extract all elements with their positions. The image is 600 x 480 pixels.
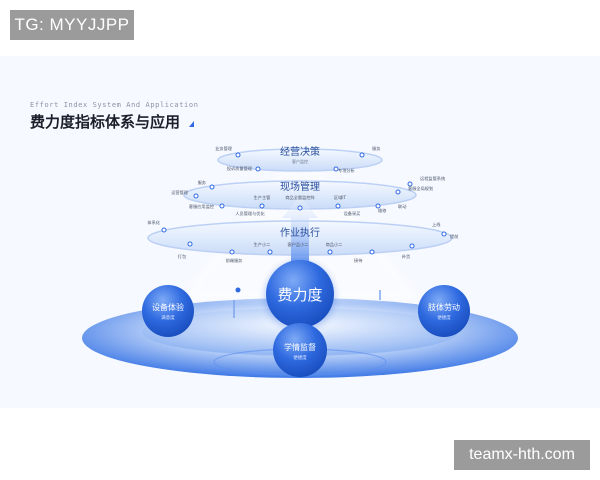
tier-node-dot [407,181,413,187]
tier-node-dot [369,249,375,255]
tier-tag: 生产主管 [254,194,271,201]
tier-tag: 联动 [398,203,406,210]
tier-tag: 运营管理 [171,189,189,196]
tier-tag: 投诉质量管理 [227,165,253,172]
header-subtitle: Effort Index System And Application [30,101,199,109]
watermark-bottom-right: teamx-hth.com [454,440,590,470]
tier-node-dot [359,152,365,158]
tier-tag: 专项分析 [338,167,355,174]
satellite-supervision-label: 学情监督 [284,342,316,352]
tier-tag: 生产小二 [254,241,271,248]
tier-node-dot [193,193,199,199]
up-arrow [282,196,318,262]
header-title: 费力度指标体系与应用 [30,113,181,131]
tier-node-dot [161,227,167,233]
tier-tags: 业务管理投诉质量管理专项分析服务服务运营管理客服应用监控生产主管商品全量监控阵区… [147,145,458,264]
watermark-top-left: TG: MYYJJPP [10,10,134,40]
tier-tag: 远程监管系统 [420,175,445,182]
tier-node-dot [441,231,447,237]
satellite-supervision [273,323,327,377]
tier-node-dot [335,203,341,209]
tier-tag: 打包 [178,253,187,259]
tier-tag: 维修 [378,207,387,214]
tier-node-dot [333,166,339,172]
tier-ring-decision [217,148,383,172]
tier-label-execution: 作业执行 [280,226,320,239]
tier-tag: 服务 [372,145,381,152]
tier-label-decision: 经营决策 [280,145,320,158]
core-sphere [266,260,334,328]
tier-node-dot [395,189,401,195]
tier-node-dot [375,203,381,209]
satellite-physical-sub: 便捷度 [437,314,451,321]
tier-node-dot [327,249,333,255]
satellite-physical-label: 肢体劳动 [428,302,460,312]
tier-node-dot [255,166,261,172]
core-label: 费力度 [277,286,322,304]
tier-node-dot [297,205,303,211]
tier-tag: 客户品小二 [288,241,309,248]
tier-tag: 业务管理 [215,145,233,152]
tier-tag: 接待 [354,257,363,264]
tier-subtitle-decision: 客户监控 [292,158,308,164]
tier-tag: 前端服务 [226,257,244,264]
tier-tag: 补货 [402,253,410,260]
tier-node-dot [409,243,415,249]
satellite-equipment [142,285,194,337]
decor-dot [235,287,241,293]
tier-tag: 客服应用监控 [189,203,215,210]
tier-label-site: 现场管理 [280,180,320,193]
tier-tag: 区域IT [334,194,347,200]
satellite-physical [418,285,470,337]
tier-tag: 商品全量监控阵 [285,194,315,201]
tier-node-dot [259,203,265,209]
tier-node-dot [229,249,235,255]
tier-tag: 体系化 [147,219,160,226]
tier-node-dot [219,203,225,209]
satellite-equipment-sub: 满意度 [161,314,175,321]
title-accent-mark [189,121,194,127]
satellite-supervision-sub: 便捷度 [293,354,307,361]
tier-node-dot [235,152,241,158]
tier-tag: 提前 [450,233,458,240]
tier-tag: 设备采买 [344,210,361,217]
tier-tag: 客服全局规划 [408,185,433,192]
tier-tag: 上线 [432,221,441,227]
tier-tag: 服务 [198,179,207,186]
tier-node-dot [187,241,193,247]
tier-node-dot [209,184,215,190]
satellite-equipment-label: 设备体验 [152,302,184,312]
tier-tag: 商品小二 [326,241,343,248]
tier-tag: 人员管理与优化 [235,210,265,217]
tier-node-dot [267,249,273,255]
